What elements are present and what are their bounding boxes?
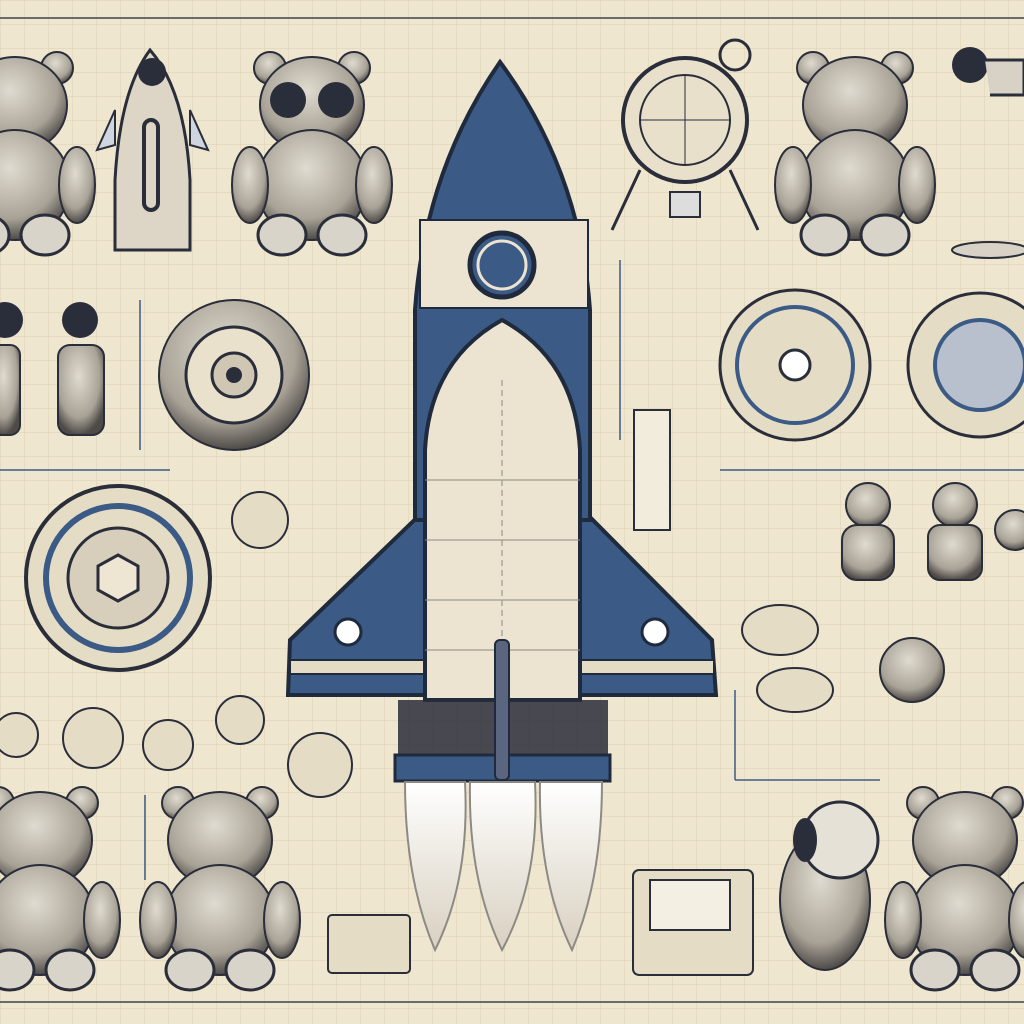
turbine-schematics [633, 288, 1024, 531]
fuzzy-wheel [157, 298, 311, 452]
exhaust-flame-left [403, 781, 467, 953]
gear-schematic [24, 484, 212, 672]
exhaust-flame-right [538, 781, 604, 953]
lander-sketch [610, 38, 760, 231]
bear-capsule-figures [0, 302, 105, 436]
annotation-lines [0, 260, 1024, 880]
small-sketches-right [632, 604, 834, 976]
telescope-sketch [951, 47, 1024, 259]
rocket-porthole [467, 230, 537, 300]
exhaust-flame-center [468, 781, 537, 953]
bear-helmet-bottom [779, 800, 880, 971]
astronaut-bears [841, 482, 1024, 703]
teddy-bear-goggles [230, 50, 394, 257]
small-sketches-left [0, 491, 411, 974]
central-rocket [285, 58, 719, 953]
small-rocket-sketch [95, 47, 210, 252]
